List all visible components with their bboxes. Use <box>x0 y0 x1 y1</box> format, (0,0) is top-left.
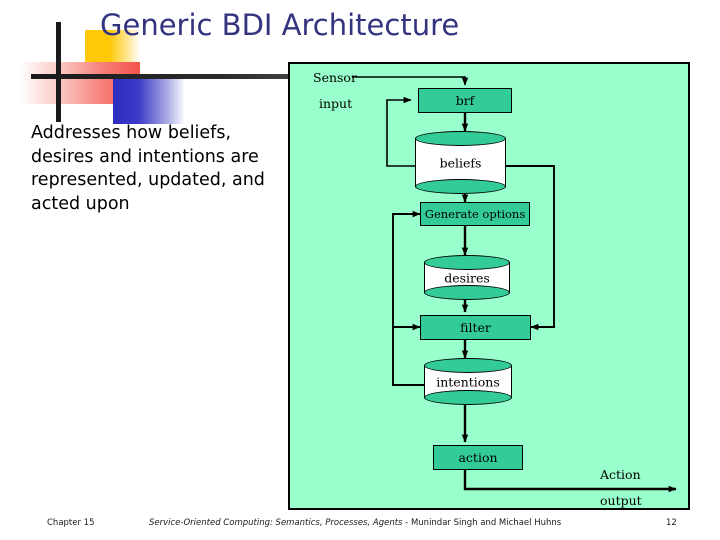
logo-square-blue <box>113 74 185 124</box>
node-desires-label: desires <box>444 270 490 285</box>
intentions-cylinder-bottom <box>424 390 512 405</box>
node-beliefs-label: beliefs <box>439 155 482 170</box>
node-desires[interactable]: desires <box>424 255 510 300</box>
node-action[interactable]: action <box>433 445 523 470</box>
node-generate-options-label: Generate options <box>424 207 526 221</box>
intentions-cylinder-top <box>424 358 512 373</box>
node-filter-label: filter <box>460 320 491 335</box>
slide-footer: Chapter 15 Service-Oriented Computing: S… <box>0 512 720 538</box>
node-brf[interactable]: brf <box>418 88 512 113</box>
label-sensor: Sensor <box>313 70 357 85</box>
edge-sensor-input-to-brf <box>352 76 469 86</box>
beliefs-cylinder-top <box>415 131 506 146</box>
node-filter[interactable]: filter <box>420 315 531 340</box>
edge-beliefs-to-filter <box>506 165 555 331</box>
slide-decoration-logo <box>0 12 185 124</box>
desires-cylinder-bottom <box>424 285 510 300</box>
footer-page-number: 12 <box>666 518 677 528</box>
logo-vertical-bar <box>56 22 61 122</box>
edge-beliefs-to-brf <box>386 96 415 167</box>
desires-cylinder-top <box>424 255 510 270</box>
node-beliefs[interactable]: beliefs <box>415 131 506 194</box>
footer-citation-authors: - Munindar Singh and Michael Huhns <box>402 518 562 528</box>
node-intentions[interactable]: intentions <box>424 358 512 405</box>
label-action-output-top: Action <box>600 467 641 482</box>
edge-intentions-to-generate-options <box>392 210 424 386</box>
node-action-label: action <box>458 450 498 465</box>
slide-body-text: Addresses how beliefs, desires and inten… <box>31 123 265 214</box>
slide-title: Generic BDI Architecture <box>100 8 460 42</box>
node-generate-options[interactable]: Generate options <box>420 202 530 226</box>
node-brf-label: brf <box>455 93 475 108</box>
label-action-output-bottom: output <box>600 493 642 508</box>
beliefs-cylinder-bottom <box>415 179 506 194</box>
footer-chapter: Chapter 15 <box>47 518 95 528</box>
label-input: input <box>319 96 353 111</box>
footer-citation-title: Service-Oriented Computing: Semantics, P… <box>149 518 403 528</box>
footer-citation: Service-Oriented Computing: Semantics, P… <box>149 518 561 528</box>
edge-action-to-output <box>463 470 677 493</box>
node-intentions-label: intentions <box>436 374 500 389</box>
